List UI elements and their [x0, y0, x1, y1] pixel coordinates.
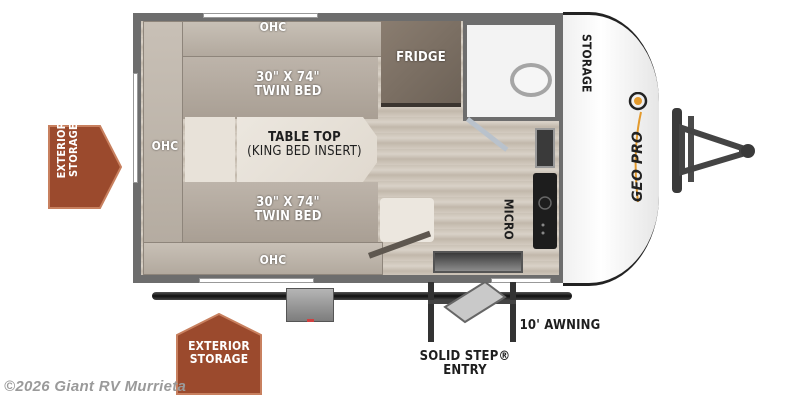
twin-bed-bottom [183, 182, 378, 242]
twin-bed-bottom-label: 30" X 74" TWIN BED [228, 196, 348, 223]
ohc-left-cabinet [143, 21, 183, 275]
entry-label: SOLID STEP® ENTRY [410, 350, 520, 377]
exterior-storage-bottom-line2: STORAGE [189, 351, 249, 366]
exterior-storage-left-line2: STORAGE [66, 123, 80, 177]
exterior-storage-hatch [286, 288, 334, 322]
logo-text: GEO PRO [630, 131, 646, 202]
awning-bar [152, 292, 572, 300]
window-top [203, 13, 318, 18]
front-cap [563, 12, 659, 286]
toilet-icon [510, 63, 552, 97]
storage-front-label: STORAGE [579, 33, 594, 93]
hitch [672, 108, 757, 198]
awning-label: 10' AWNING [519, 318, 601, 333]
twin-bed-top-label: 30" X 74" TWIN BED [228, 71, 348, 98]
sink [433, 251, 523, 273]
table-top-label: TABLE TOP (KING BED INSERT) [237, 131, 372, 158]
brand-logo: GEO PRO [628, 91, 648, 207]
exterior-storage-left-line1: EXTERIOR [55, 121, 68, 179]
exterior-storage-left-marker: EXTERIOR STORAGE [48, 122, 123, 209]
window-left [133, 73, 138, 183]
table-top-title: TABLE TOP [268, 130, 341, 145]
twin-bed-bottom-size: 30" X 74" [256, 195, 320, 210]
solid-step-graphic [425, 280, 520, 347]
tongue-jack-icon [672, 108, 755, 193]
exterior-storage-bottom-line1: EXTERIOR [188, 339, 250, 353]
exterior-storage-bottom-marker: EXTERIOR STORAGE [176, 312, 262, 395]
cooktop [533, 173, 557, 249]
fridge [381, 21, 461, 107]
entry-line2: ENTRY [443, 362, 487, 378]
pentagon-arrow-icon [48, 125, 123, 209]
twin-bed-top-name: TWIN BED [254, 83, 322, 99]
geo-pro-logo-icon: GEO PRO [628, 91, 648, 203]
twin-bed-top [183, 57, 378, 119]
table-top-side-cushion [185, 117, 235, 182]
burner-icon [538, 196, 552, 235]
micro-label: MICRO [501, 198, 516, 240]
ohc-bottom-label: OHC [259, 253, 287, 267]
fridge-label: FRIDGE [396, 50, 446, 65]
twin-bed-top-size: 30" X 74" [256, 70, 320, 85]
ohc-left-label: OHC [151, 139, 179, 153]
twin-bed-bottom-name: TWIN BED [254, 208, 322, 224]
hatch-latch-icon [307, 319, 314, 322]
table-top-sub: (KING BED INSERT) [247, 143, 362, 159]
ohc-bottom-cabinet [143, 242, 383, 275]
microwave [535, 128, 555, 168]
window-bottom [199, 278, 314, 283]
pentagon-arrow-up-icon [176, 312, 262, 395]
ohc-top-label: OHC [259, 20, 287, 34]
step-icon [428, 280, 516, 342]
window-bottom-right [491, 278, 551, 283]
table-top-king-bed-insert [237, 117, 377, 182]
copyright-text: ©2026 Giant RV Murrieta [4, 378, 187, 395]
trailer-body: OHC OHC 30" X 74" TWIN BED TABLE TOP (KI… [133, 13, 565, 283]
entry-line1: SOLID STEP® [419, 349, 511, 364]
